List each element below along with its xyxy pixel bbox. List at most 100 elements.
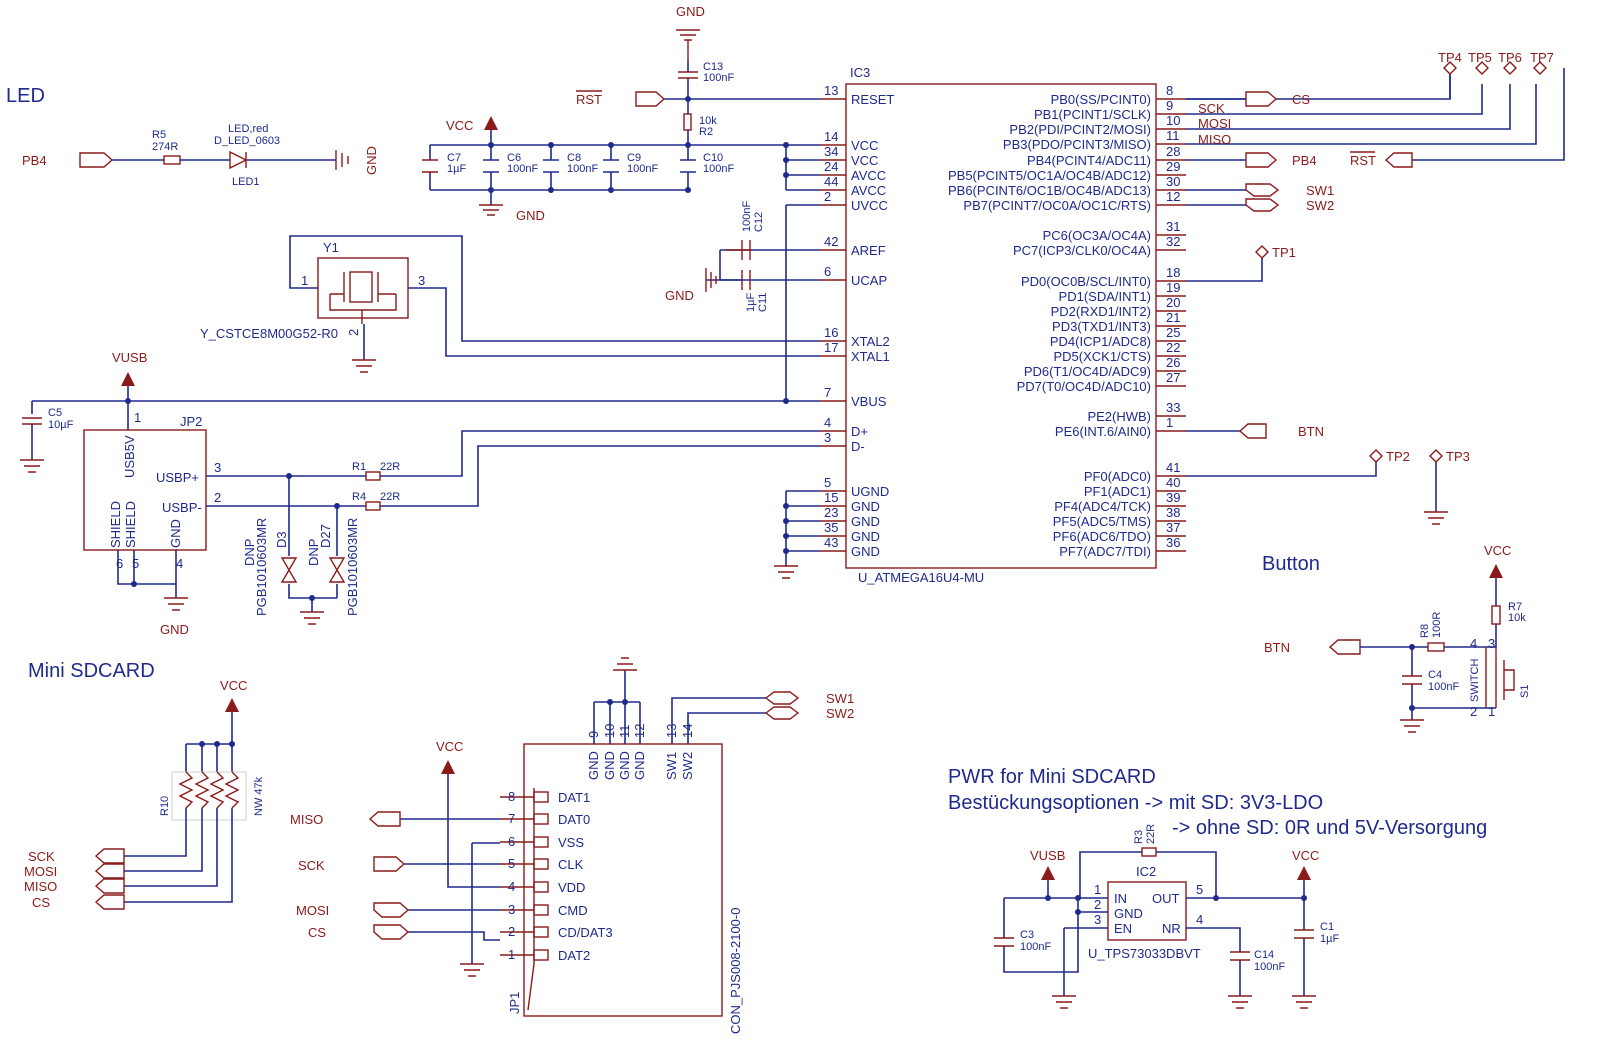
ic3-pin-num-33: 33 <box>1166 400 1180 415</box>
ic3-pin-num-23: 23 <box>824 505 838 520</box>
s1-symbol <box>1485 647 1515 708</box>
d3-dnp: DNP <box>242 539 257 566</box>
c11-ref: C11 <box>757 293 769 312</box>
led1-ref: LED1 <box>232 176 260 188</box>
jp1-pin-name-8: DAT1 <box>558 790 590 805</box>
jp2-pin-usbp-plus: USBP+ <box>156 470 199 485</box>
ic3-pin-name-27: PD7(T0/OC4D/ADC10) <box>1017 379 1151 394</box>
wire-dplus <box>206 430 820 477</box>
r10-flags <box>94 848 125 910</box>
r2-value: 10k <box>699 115 717 127</box>
y1-body <box>317 257 409 319</box>
ic3-pin-num-15: 15 <box>824 490 838 505</box>
ic3-pin-name-8: PB0(SS/PCINT0) <box>1051 92 1151 107</box>
net-gnd-ucap: GND <box>665 288 694 303</box>
ic3-pin-name-5: UGND <box>851 484 889 499</box>
d27-value: PGB1010603MR <box>345 518 360 616</box>
svg-text:3: 3 <box>1094 912 1101 927</box>
rst-flag-left <box>635 91 666 107</box>
ic3-pin-name-6: UCAP <box>851 273 887 288</box>
svg-text:4: 4 <box>176 556 183 571</box>
esd-diodes <box>280 557 346 583</box>
ic3-pin-name-12: PB7(PCINT7/OC0A/OC1C/RTS) <box>963 198 1151 213</box>
rst-flag-right <box>1384 152 1413 168</box>
c12-ref: C12 <box>753 212 765 232</box>
ic3-pin-num-27: 27 <box>1166 370 1180 385</box>
c9-ref: C9 <box>627 152 641 164</box>
net-sck-r10: SCK <box>28 849 55 864</box>
ic3-pin-num-37: 37 <box>1166 520 1180 535</box>
sw2-flag-right <box>1245 198 1280 212</box>
r10-value: NW 47k <box>253 776 265 816</box>
net-miso-sd: MISO <box>290 812 323 827</box>
tp3-symbol <box>1429 449 1443 463</box>
ic3-pin-num-38: 38 <box>1166 505 1180 520</box>
tp2-symbol <box>1369 449 1383 463</box>
cs-flag-sd <box>373 924 410 940</box>
d27-dnp: DNP <box>306 539 321 566</box>
r5-value: 274R <box>152 141 178 153</box>
c8-value: 100nF <box>567 163 598 175</box>
svg-text:1: 1 <box>1488 704 1495 719</box>
ic3-pin-num-30: 30 <box>1166 174 1180 189</box>
jp1-pin-num-3: 3 <box>508 902 515 917</box>
r4-value: 22R <box>380 491 400 503</box>
tp5-label: TP5 <box>1468 50 1492 65</box>
ic2-ref: IC2 <box>1136 864 1156 879</box>
ic3-pin-name-32: PC7(ICP3/CLK0/OC4A) <box>1013 243 1151 258</box>
ic3-pin-num-21: 21 <box>1166 310 1180 325</box>
ic3-right-pins: 8PB0(SS/PCINT0)9PB1(PCINT1/SCLK)10PB2(PD… <box>948 83 1186 559</box>
ic3-pin-name-36: PF7(ADC7/TDI) <box>1059 544 1151 559</box>
tp1-label: TP1 <box>1272 245 1296 260</box>
svg-text:2: 2 <box>1470 704 1477 719</box>
c13-symbol <box>678 71 698 79</box>
tp6-label: TP6 <box>1498 50 1522 65</box>
y1-ref: Y1 <box>323 240 339 255</box>
r10-symbol <box>178 771 240 809</box>
r8-symbol <box>1427 642 1445 652</box>
c4-ref: C4 <box>1428 669 1442 681</box>
vcc-arrow <box>484 116 498 130</box>
ic3-pin-num-28: 28 <box>1166 144 1180 159</box>
ic3-pin-num-25: 25 <box>1166 325 1180 340</box>
tp2-label: TP2 <box>1386 449 1410 464</box>
options-line-2: -> ohne SD: 0R und 5V-Versorgung <box>1172 817 1487 839</box>
ic3-pin-name-21: PD3(TXD1/INT3) <box>1052 319 1151 334</box>
jp1-body <box>523 743 723 1017</box>
net-vcc-sd: VCC <box>436 739 463 754</box>
net-mosi-sd: MOSI <box>296 903 329 918</box>
ic3-pin-name-33: PE2(HWB) <box>1087 409 1151 424</box>
ic3-pin-name-34: VCC <box>851 153 878 168</box>
r8-value: 100R <box>1431 612 1443 638</box>
s1-value: SWITCH <box>1469 659 1481 702</box>
ic2-pin-en: EN <box>1114 921 1132 936</box>
sw-flags-sd <box>764 691 800 720</box>
btn-flag-button <box>1328 639 1361 655</box>
c7-value: 1µF <box>447 163 466 175</box>
tp3-label: TP3 <box>1446 449 1470 464</box>
decoup-cap-0 <box>483 145 499 190</box>
ic3-pin-num-32: 32 <box>1166 234 1180 249</box>
r3-ref: R3 <box>1133 830 1145 844</box>
ic3-pin-num-3: 3 <box>824 430 831 445</box>
r5-ref: R5 <box>152 129 166 141</box>
c14-value: 100nF <box>1254 961 1285 973</box>
led1-symbol <box>229 150 248 170</box>
gnd-symbol-ucap <box>705 268 717 292</box>
r5-symbol <box>163 155 181 165</box>
cs-flag <box>1245 91 1278 107</box>
net-vcc-decoup: VCC <box>446 118 473 133</box>
d3-ref: D3 <box>274 531 289 548</box>
gnd-symbol-decoup <box>479 204 503 216</box>
r4-ref: R4 <box>352 491 366 503</box>
jp1-value: CON_PJS008-2100-0 <box>728 908 743 1034</box>
net-sck-right: SCK <box>1198 101 1225 116</box>
svg-text:2: 2 <box>214 490 221 505</box>
net-btn-button: BTN <box>1264 640 1290 655</box>
c3-ref: C3 <box>1020 929 1034 941</box>
net-gnd-top: GND <box>676 4 705 19</box>
ic3-pin-name-29: PB5(PCINT5/OC1A/OC4B/ADC12) <box>948 168 1151 183</box>
ic3-pin-name-13: RESET <box>851 92 894 107</box>
net-gnd-usb: GND <box>160 622 189 637</box>
